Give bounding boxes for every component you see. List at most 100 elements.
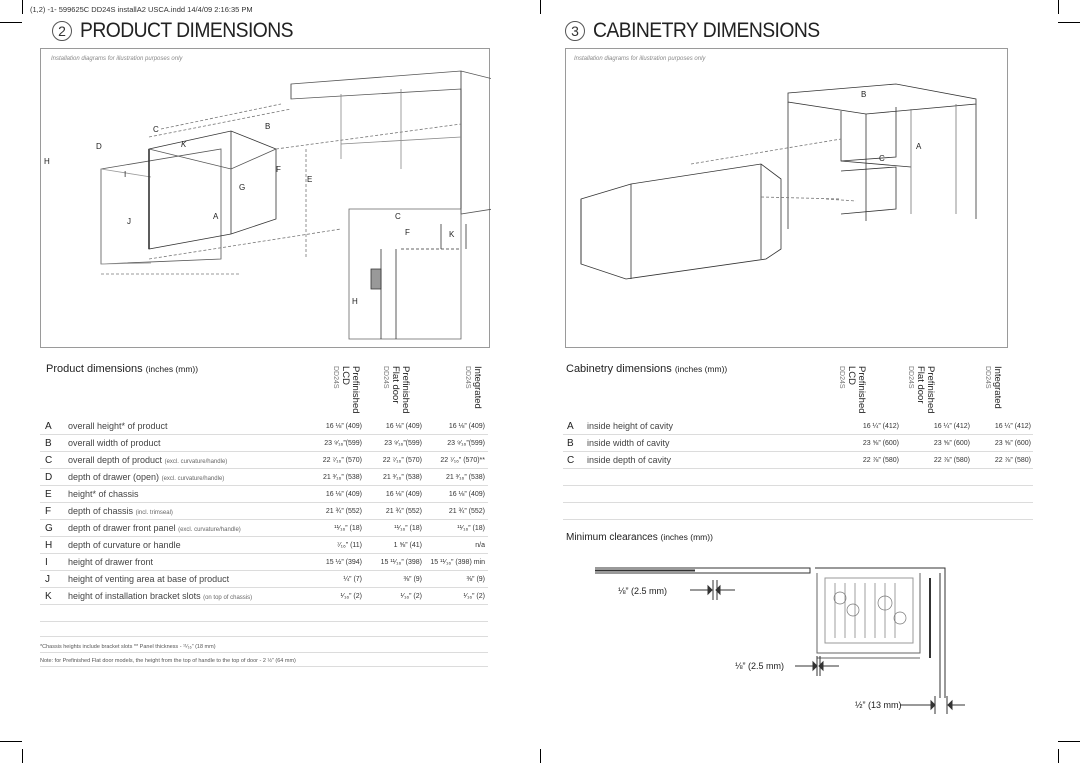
crop-mark (1058, 741, 1080, 742)
cabinetry-col-head-2: Prefinished Flat door DD24S (906, 366, 936, 414)
footnote-note: Note: for Prefinished Flat door models, … (40, 655, 488, 667)
row-letter: C (45, 454, 53, 466)
value-flat-door: 16 ¼” (412) (933, 422, 970, 430)
row-letter: B (45, 437, 52, 449)
section-number: 2 (52, 21, 72, 41)
value-lcd: ¼” (7) (343, 575, 362, 583)
row-label: depth of chassis (incl. trimseal) (68, 506, 173, 516)
diagram-label: F (276, 165, 281, 174)
value-flat-door: 16 ⅛” (409) (385, 422, 422, 430)
print-header: (1,2) -1- 599625C DD24S installA2 USCA.i… (30, 5, 253, 14)
value-integrated: 16 ⅛” (409) (448, 490, 485, 498)
value-integrated: 22 ⁷⁄₁₆” (570)** (440, 456, 485, 464)
crop-mark (0, 22, 22, 23)
diagram-label: K (449, 230, 455, 239)
clearance-measurement: ⅛” (2.5 mm) (618, 586, 668, 596)
row-label: height of installation bracket slots (on… (68, 591, 253, 601)
footnote: *Chassis heights include bracket slots *… (40, 641, 488, 653)
crop-mark (1058, 0, 1059, 14)
diagram-label: C (395, 212, 401, 221)
value-lcd: 22 ⅞” (580) (862, 456, 899, 464)
diagram-label: B (265, 122, 270, 131)
row-letter: C (567, 454, 575, 466)
value-lcd: 23 ⅝” (600) (862, 439, 899, 447)
value-flat-door: 21 ³⁄₁₆” (538) (382, 473, 422, 481)
cabinetry-diagram-frame: Installation diagrams for illustration p… (565, 48, 1008, 348)
diagram-label: C (153, 125, 159, 134)
empty-row (563, 486, 1033, 503)
value-integrated: 23 ⅝” (600) (994, 439, 1031, 447)
crop-mark (540, 0, 541, 14)
row-letter: G (45, 522, 53, 534)
product-table-title-text: Product dimensions (46, 363, 143, 375)
value-lcd: 23 ⁹⁄₁₆”(599) (324, 439, 362, 447)
cabinetry-dimensions-diagram: B A C (580, 83, 977, 280)
section-2-heading: 2 PRODUCT DIMENSIONS (52, 19, 312, 43)
value-lcd: 16 ¼” (412) (862, 422, 899, 430)
value-integrated: 21 ³⁄₁₆” (538) (445, 473, 485, 481)
value-lcd: ⁷⁄₁₆” (11) (336, 541, 362, 549)
clearance-measurement: ⅛” (2.5 mm) (735, 661, 785, 671)
diagram-label: I (124, 170, 126, 179)
crop-mark (1058, 749, 1059, 763)
diagram-label: B (861, 90, 866, 99)
product-dimensions-diagram: C B D K H I F G E A J C F K H (44, 70, 491, 340)
diagram-label: K (181, 140, 187, 149)
value-flat-door: 23 ⁹⁄₁₆”(599) (384, 439, 422, 447)
value-lcd: 21 ¾” (552) (325, 507, 362, 515)
value-flat-door: 22 ⅞” (580) (933, 456, 970, 464)
diagram-label: H (44, 157, 50, 166)
row-label: height* of chassis (68, 489, 139, 499)
footnote-row (40, 625, 488, 637)
cabinetry-col-head-1: Prefinished LCD DD24S (837, 366, 867, 414)
row-letter: E (45, 488, 52, 500)
product-diagram-frame: Installation diagrams for illustration p… (40, 48, 491, 348)
row-letter: H (45, 539, 53, 551)
diagram-note: Installation diagrams for illustration p… (51, 56, 183, 62)
diagram-label: A (916, 142, 922, 151)
value-lcd: ¹⁄₁₆” (2) (340, 592, 362, 600)
value-lcd: ¹¹⁄₁₆” (18) (334, 524, 362, 532)
diagram-label: D (96, 142, 102, 151)
value-integrated: ⅜” (9) (466, 575, 485, 583)
cabinetry-table-units: (inches (mm)) (674, 364, 728, 374)
product-col-head-3: Integrated DD24S (463, 366, 483, 409)
diagram-label: J (127, 217, 131, 226)
section-3-heading: 3 CABINETRY DIMENSIONS (565, 19, 839, 43)
empty-row (563, 503, 1033, 520)
crop-mark (1058, 22, 1080, 23)
diagram-label: F (405, 228, 410, 237)
diagram-note: Installation diagrams for illustration p… (574, 56, 706, 62)
row-label: height of venting area at base of produc… (68, 574, 230, 584)
value-flat-door: ⅜” (9) (403, 575, 422, 583)
row-label: overall depth of product (excl. curvatur… (68, 455, 228, 465)
value-flat-door: ¹¹⁄₁₆” (18) (394, 524, 422, 532)
empty-row (563, 469, 1033, 486)
empty-row (40, 605, 488, 622)
value-integrated: 16 ⅛” (409) (448, 422, 485, 430)
row-letter: K (45, 590, 52, 602)
product-table-title: Product dimensions (inches (mm)) (46, 363, 198, 375)
crop-mark (540, 749, 541, 763)
value-integrated: 22 ⅞” (580) (994, 456, 1031, 464)
clearance-diagram (595, 567, 965, 714)
section-title: PRODUCT DIMENSIONS (80, 19, 294, 42)
row-label: inside height of cavity (587, 421, 674, 431)
value-flat-door: 22 ⁷⁄₁₆” (570) (382, 456, 422, 464)
cabinetry-col-head-3: Integrated DD24S (983, 366, 1003, 409)
value-integrated: ¹⁄₁₆” (2) (463, 592, 485, 600)
value-flat-door: 16 ⅛” (409) (385, 490, 422, 498)
product-col-head-1: Prefinished LCD DD24S (331, 366, 361, 414)
cabinetry-table-title-text: Cabinetry dimensions (566, 363, 672, 375)
value-flat-door: 23 ⅝” (600) (933, 439, 970, 447)
value-integrated: n/a (475, 541, 485, 549)
diagram-label: E (307, 175, 312, 184)
row-letter: J (45, 573, 50, 585)
